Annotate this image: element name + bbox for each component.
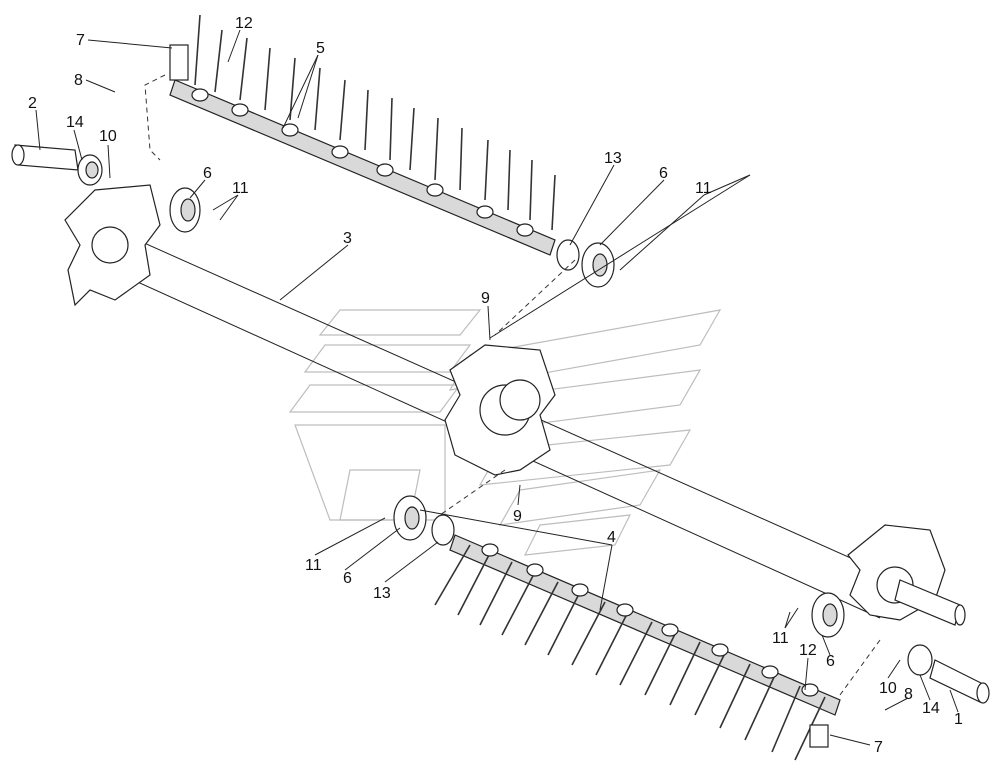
upper-tine-bar	[169, 14, 556, 256]
callout-6-bottom-right: 6	[826, 653, 835, 670]
callout-5: 5	[316, 40, 325, 57]
callout-13-top: 13	[604, 150, 622, 167]
callout-labels: 7 12 5 8 2 14 10 6 11 13 6 11 3 9 9 4 11…	[28, 15, 963, 756]
left-bearing	[77, 154, 103, 186]
callout-11-bottom-right: 11	[772, 630, 789, 647]
callout-13-bottom: 13	[373, 585, 391, 602]
callout-11-bottom-left: 11	[305, 557, 322, 574]
right-crank-arm	[929, 659, 990, 704]
callout-10-top: 10	[99, 128, 117, 145]
callout-7-bottom: 7	[874, 739, 883, 756]
callout-14-top: 14	[66, 114, 84, 131]
callout-6-left: 6	[203, 165, 212, 182]
callout-11-top-right: 11	[695, 180, 712, 197]
callout-8-bottom: 8	[904, 686, 913, 703]
leader-lines	[35, 29, 959, 746]
right-shaft-stub	[894, 579, 966, 626]
callout-9-bottom: 9	[513, 508, 522, 525]
upper-right-bearing	[556, 239, 580, 271]
right-bracket	[809, 724, 829, 748]
right-bearing	[907, 644, 933, 676]
callout-10-bottom: 10	[879, 680, 897, 697]
callout-6-bottom-left: 6	[343, 570, 352, 587]
callout-12-bottom: 12	[799, 642, 817, 659]
upper-springs	[191, 88, 534, 237]
right-flange	[811, 592, 845, 638]
callout-11-left: 11	[232, 180, 249, 197]
callout-4: 4	[607, 529, 616, 546]
left-crank-arm	[11, 144, 79, 171]
callout-14-bottom: 14	[922, 700, 940, 717]
lower-springs	[481, 543, 819, 697]
upper-right-flange	[581, 242, 615, 288]
callout-6-top-right: 6	[659, 165, 668, 182]
left-star-disc	[64, 184, 161, 307]
callout-7-top: 7	[76, 32, 85, 49]
left-bracket	[169, 44, 189, 81]
lower-tine-bar	[434, 534, 841, 761]
callout-9-top: 9	[481, 290, 490, 307]
lower-middle-bearing	[431, 514, 455, 546]
callout-12-top: 12	[235, 15, 253, 32]
lower-middle-flange	[393, 495, 427, 541]
upper-tines	[194, 14, 556, 231]
watermark-logo	[288, 309, 722, 556]
callout-8-top: 8	[74, 72, 83, 89]
callout-2: 2	[28, 95, 37, 112]
assembly-lines	[144, 74, 881, 696]
lower-tines	[434, 544, 826, 761]
left-flange	[169, 187, 201, 233]
callout-3: 3	[343, 230, 352, 247]
middle-star-disc	[444, 344, 556, 476]
callout-1: 1	[954, 711, 963, 728]
